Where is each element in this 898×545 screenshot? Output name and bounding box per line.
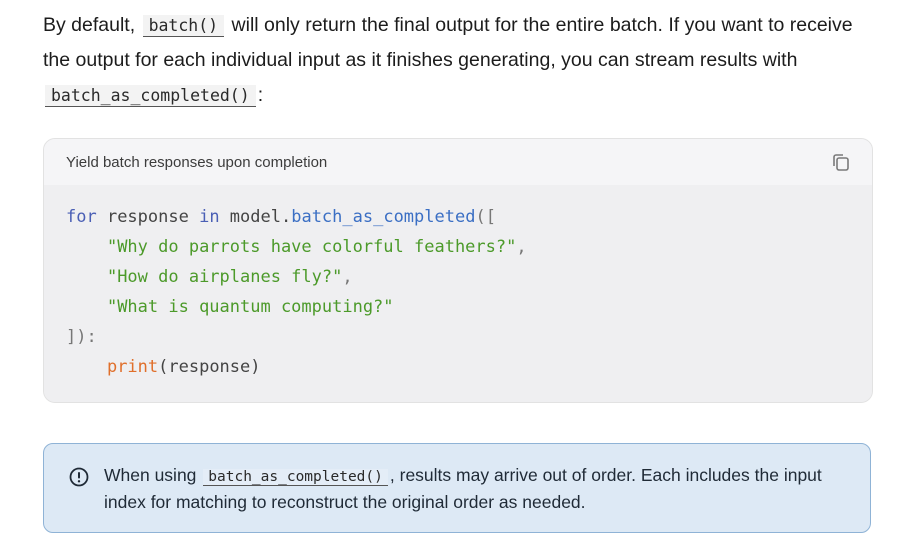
inline-code-batch: batch() — [142, 15, 225, 37]
code-punctuation: , — [516, 237, 527, 257]
code-string: "Why do parrots have colorful feathers?" — [106, 237, 517, 257]
intro-text-3: : — [257, 84, 264, 106]
code-keyword: for — [66, 207, 97, 227]
inline-code-batch-as-completed: batch_as_completed() — [203, 469, 388, 486]
code-function: batch_as_completed — [291, 207, 476, 227]
info-icon — [69, 467, 89, 487]
code-body: for response in model.batch_as_completed… — [44, 185, 872, 402]
inline-code-batch-as-completed: batch_as_completed() — [45, 85, 256, 107]
code-block: Yield batch responses upon completion fo… — [43, 138, 873, 403]
code-string: "How do airplanes fly?" — [106, 267, 343, 287]
intro-text-2: will only return the final output for th… — [43, 14, 853, 71]
copy-icon[interactable] — [830, 152, 852, 174]
info-callout: When using batch_as_completed(), results… — [43, 443, 871, 533]
code-punctuation: ([ — [475, 207, 496, 227]
code-string: "What is quantum computing?" — [106, 297, 394, 317]
code-text: (response) — [158, 357, 261, 377]
code-block-title: Yield batch responses upon completion — [66, 154, 328, 171]
intro-text-1: By default, — [43, 14, 141, 36]
note-text-1: When using — [104, 465, 202, 485]
code-text: response — [96, 207, 200, 227]
code-block-header: Yield batch responses upon completion — [44, 139, 872, 185]
code-content: for response in model.batch_as_completed… — [66, 202, 527, 382]
code-builtin: print — [106, 357, 159, 377]
code-punctuation: , — [342, 267, 353, 287]
code-text: model. — [219, 207, 292, 227]
note-text-2: , results may arrive out of order. Each … — [104, 465, 822, 512]
code-punctuation: ]): — [66, 327, 97, 347]
info-callout-text: When using batch_as_completed(), results… — [104, 463, 844, 515]
code-keyword: in — [199, 207, 220, 227]
intro-paragraph: By default, batch() will only return the… — [43, 8, 873, 113]
